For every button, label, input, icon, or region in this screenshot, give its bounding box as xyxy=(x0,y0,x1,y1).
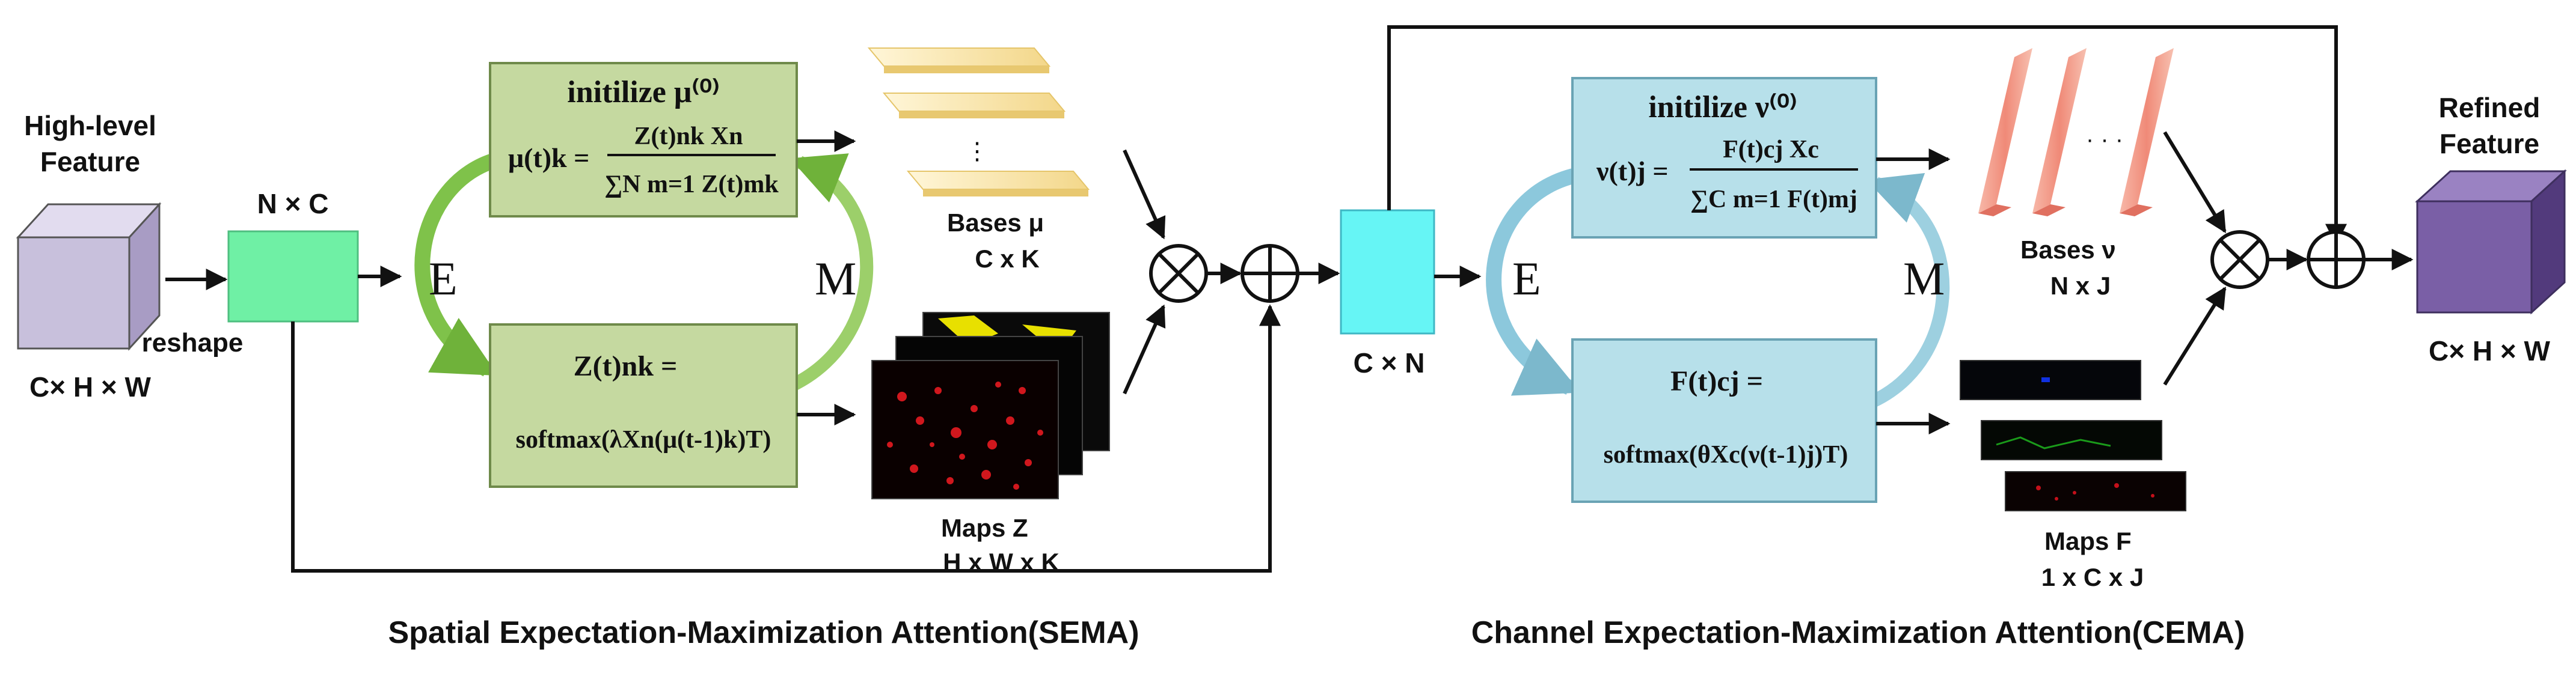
cema-m-label: M xyxy=(1903,252,1945,305)
cema-caption: Channel Expectation-Maximization Attenti… xyxy=(1471,615,2245,650)
cn-label: C × N xyxy=(1354,347,1425,379)
input-dims: C× H × W xyxy=(29,371,152,403)
sema-z-lhs: Z(t)nk = xyxy=(574,350,678,382)
input-label-line2: Feature xyxy=(40,146,140,177)
cema-e-label: E xyxy=(1512,252,1541,305)
svg-text:⋮: ⋮ xyxy=(965,138,989,165)
output-feature-cube xyxy=(2415,169,2567,315)
sema-mu-num: Z(t)nk Xn xyxy=(634,123,743,150)
output-label-line2: Feature xyxy=(2440,128,2539,159)
skip-connection-cema xyxy=(1387,25,2347,246)
m-step-arc-sema xyxy=(790,153,874,391)
arrow-maps-f-to-otimes xyxy=(2163,286,2227,386)
cema-bases-label: Bases ν xyxy=(2020,236,2116,264)
nc-box xyxy=(227,230,359,323)
input-feature-cube xyxy=(16,202,162,351)
nc-label: N × C xyxy=(257,188,329,219)
maps-f-stack xyxy=(1960,360,2186,511)
cema-nu-box xyxy=(1571,77,1877,239)
sema-init: initilize μ⁽⁰⁾ xyxy=(567,75,720,109)
arrow-bases-nu-to-otimes xyxy=(2163,131,2227,234)
sema-caption: Spatial Expectation-Maximization Attenti… xyxy=(388,615,1139,650)
cema-maps-label: Maps F xyxy=(2044,527,2132,555)
input-label-line1: High-level xyxy=(24,110,156,141)
cema-init: initilize ν⁽⁰⁾ xyxy=(1648,90,1797,124)
oplus-cema xyxy=(2307,230,2366,289)
maps-z-stack xyxy=(871,312,1110,499)
cema-f-box xyxy=(1571,338,1877,503)
e-step-arc-cema xyxy=(1486,166,1583,396)
skip-connection-sema xyxy=(291,304,1281,573)
output-label-line1: Refined xyxy=(2439,92,2541,123)
output-dims: C× H × W xyxy=(2429,335,2551,367)
svg-text:· · ·: · · · xyxy=(2086,126,2123,153)
cema-maps-dims: 1 x C x J xyxy=(2041,563,2144,591)
sema-m-label: M xyxy=(815,252,856,305)
sema-bases-dims: C x K xyxy=(975,245,1039,273)
sema-maps-label: Maps Z xyxy=(941,514,1028,542)
cema-f-lhs: F(t)cj = xyxy=(1670,365,1763,397)
sema-mu-den: ∑N m=1 Z(t)mk xyxy=(604,171,779,198)
cn-box xyxy=(1340,209,1435,335)
arrow-maps-to-otimes xyxy=(1123,304,1166,395)
sema-z-box xyxy=(489,323,798,488)
otimes-sema xyxy=(1149,244,1208,303)
cema-nu-num: F(t)cj Xc xyxy=(1723,136,1819,163)
e-step-arc-sema xyxy=(414,151,501,377)
bases-nu-stack: · · · xyxy=(1978,48,2174,216)
oplus-sema xyxy=(1240,244,1299,303)
arrow-bases-to-otimes xyxy=(1123,149,1166,240)
cema-nu-lhs: ν(t)j = xyxy=(1596,156,1669,186)
bases-mu-stack: ⋮ xyxy=(867,47,1090,196)
sema-e-label: E xyxy=(429,252,458,305)
sema-bases-label: Bases μ xyxy=(947,209,1044,237)
sema-mu-lhs: μ(t)k = xyxy=(508,142,589,173)
otimes-cema xyxy=(2210,230,2269,289)
cema-f-rhs: softmax(θXc(ν(t-1)j)T) xyxy=(1604,441,1848,469)
sema-z-rhs: softmax(λXn(μ(t-1)k)T) xyxy=(516,426,771,454)
reshape-label: reshape xyxy=(142,328,244,358)
cema-bases-dims: N x J xyxy=(2050,272,2111,300)
cema-nu-den: ∑C m=1 F(t)mj xyxy=(1690,186,1857,213)
sema-maps-dims: H x W x K xyxy=(943,548,1060,576)
m-step-arc-cema xyxy=(1866,173,1950,409)
